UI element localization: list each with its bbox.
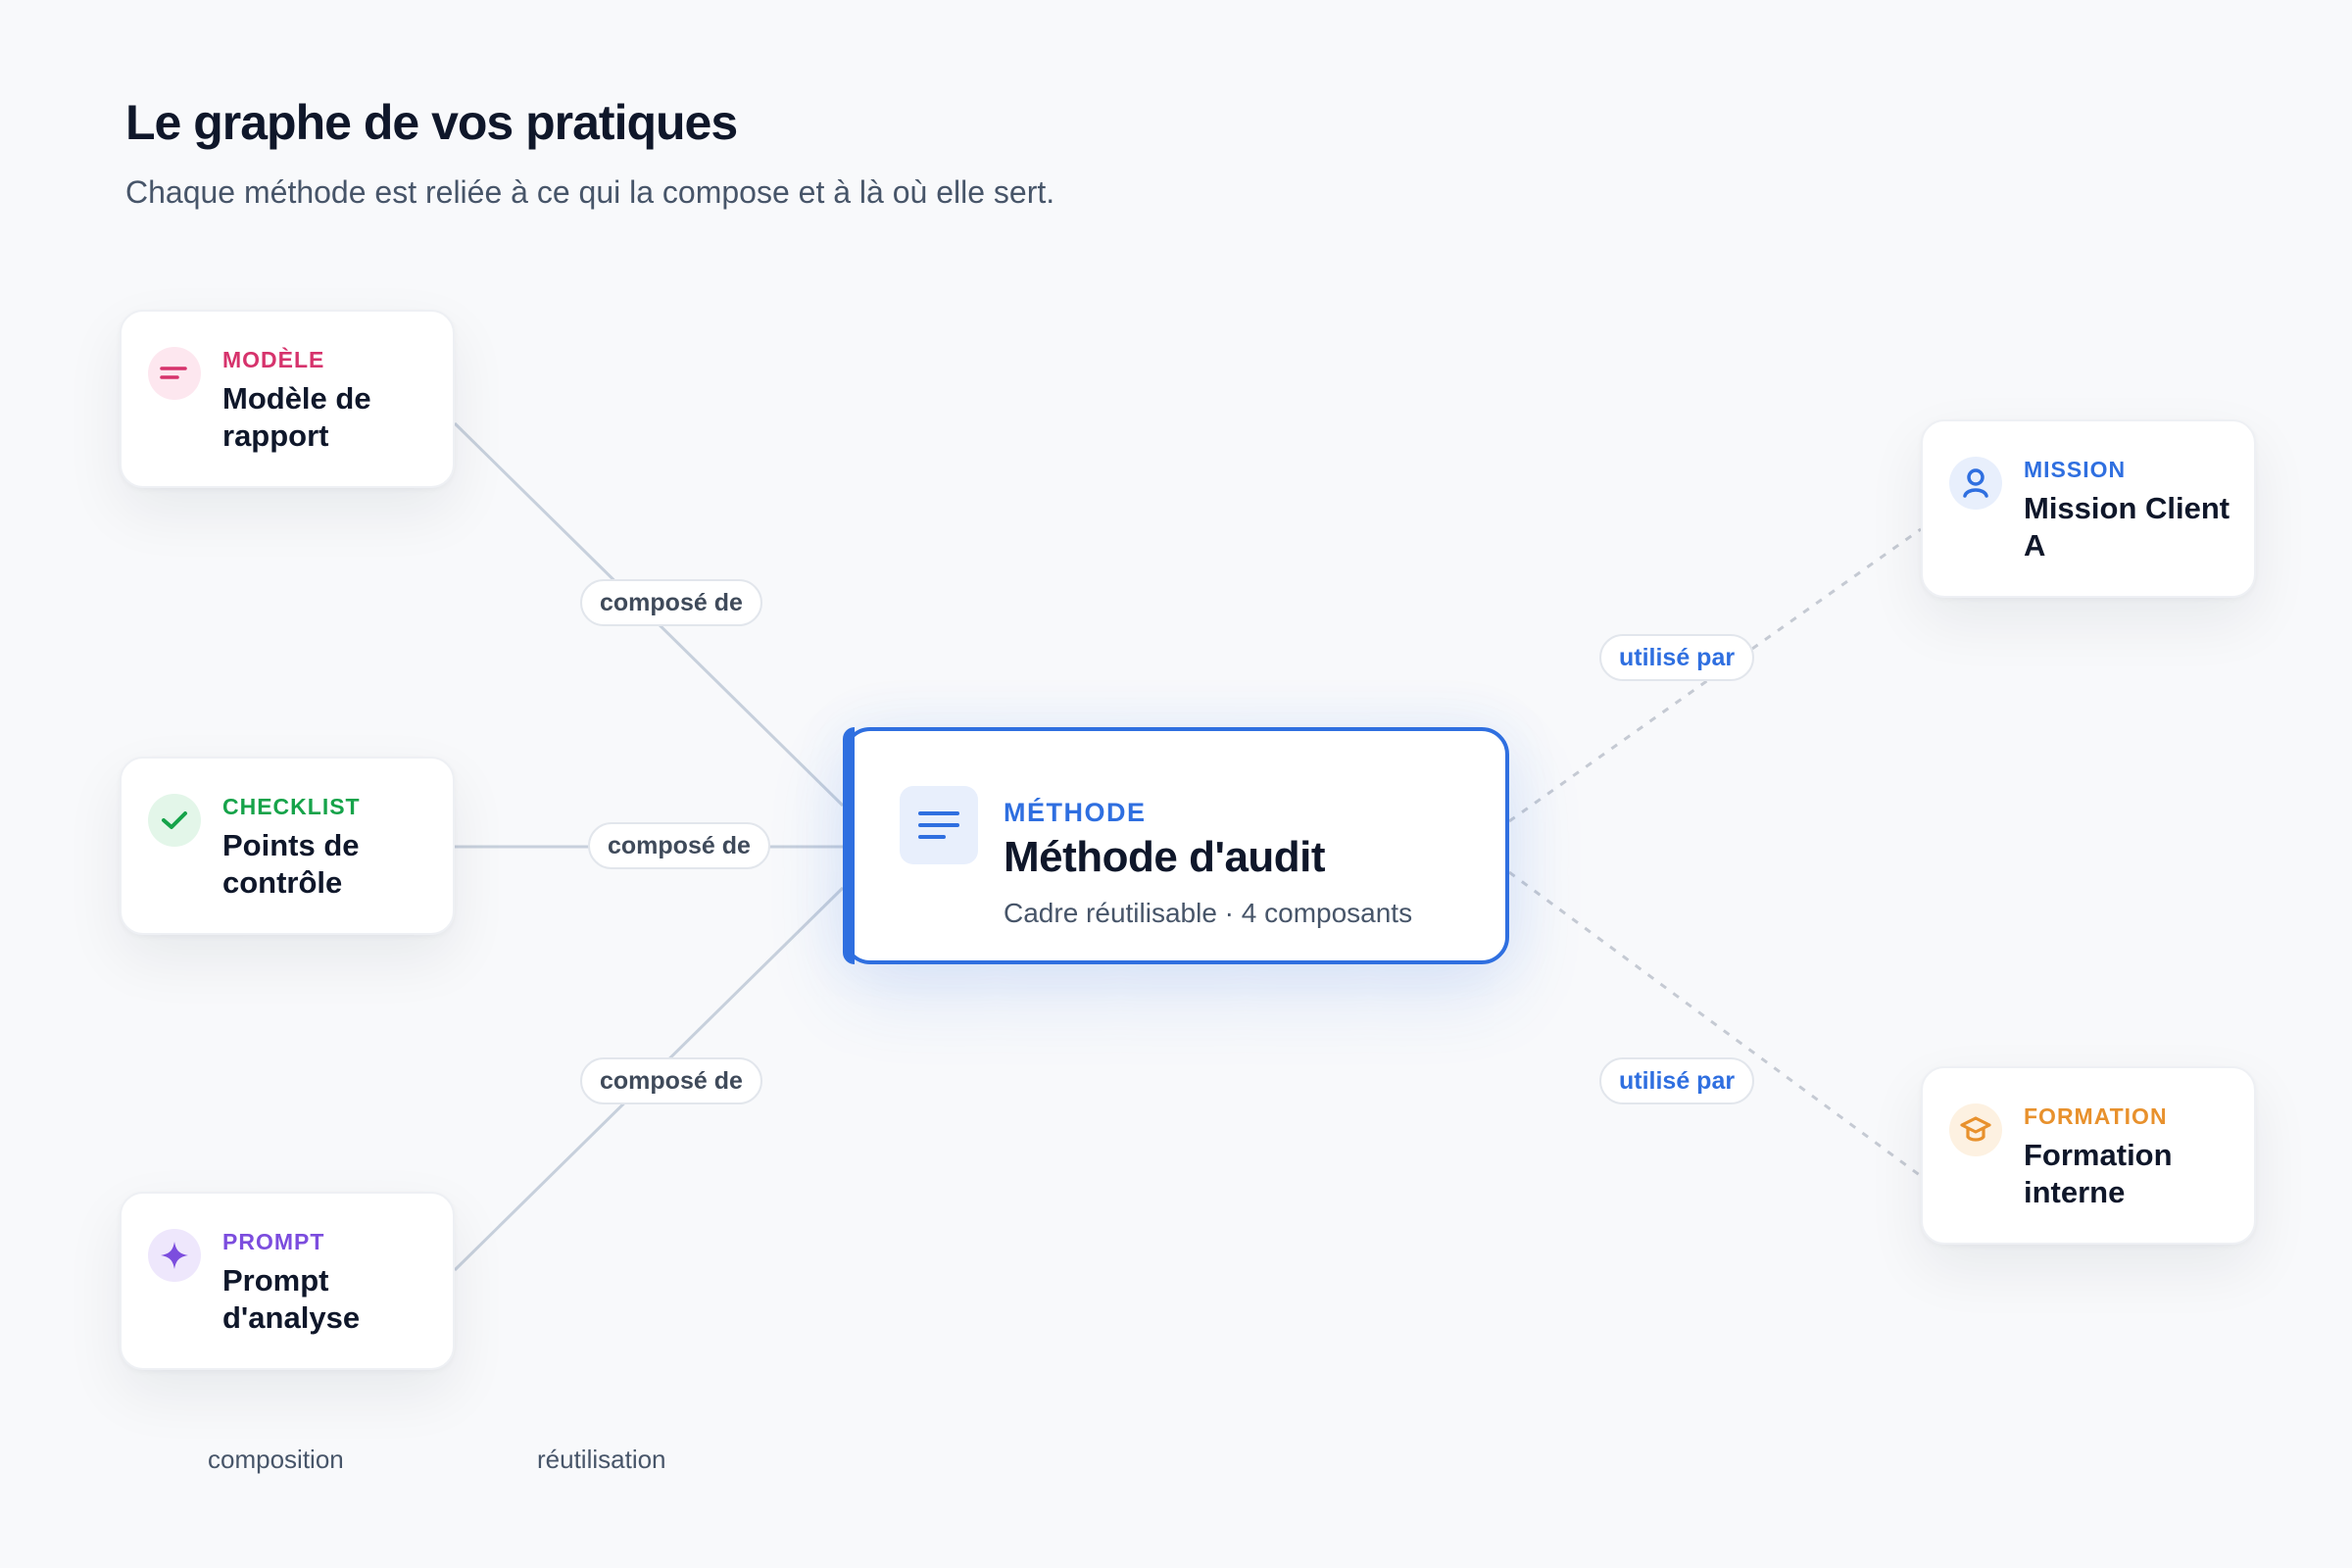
node-kind: MÉTHODE: [1004, 798, 1147, 827]
node-prompt[interactable]: PROMPT Prompt d'analyse: [120, 1192, 455, 1370]
node-name: Prompt d'analyse: [222, 1263, 361, 1335]
page-title: Le graphe de vos pratiques: [125, 95, 738, 150]
edge-label-mission: utilisé par: [1599, 634, 1755, 681]
node-formation[interactable]: FORMATION Formation interne: [1921, 1066, 2256, 1245]
node-kind: FORMATION: [2024, 1103, 2168, 1129]
node-name: Points de contrôle: [222, 828, 360, 900]
edge-label-checklist: composé de: [588, 822, 770, 869]
node-meta: Cadre réutilisable · 4 composants: [1004, 898, 1413, 928]
edge-label-formation: utilisé par: [1599, 1057, 1755, 1104]
node-checklist[interactable]: CHECKLIST Points de contrôle: [120, 757, 455, 935]
legend-reuse: réutilisation: [537, 1445, 666, 1474]
node-kind: PROMPT: [222, 1229, 325, 1254]
node-accent-bar: [843, 727, 855, 964]
sparkle-icon: [148, 1229, 201, 1282]
node-name: Formation interne: [2024, 1138, 2173, 1209]
node-kind: MODÈLE: [222, 347, 325, 372]
lines-icon: [900, 786, 978, 864]
user-icon: [1949, 457, 2002, 510]
edge-label-modele: composé de: [580, 579, 762, 626]
node-name: Méthode d'audit: [1004, 833, 1326, 881]
node-methode[interactable]: MÉTHODE Méthode d'audit Cadre réutilisab…: [843, 727, 1509, 964]
node-name: Mission Client A: [2024, 491, 2230, 563]
node-mission[interactable]: MISSION Mission Client A: [1921, 419, 2256, 598]
node-kind: MISSION: [2024, 457, 2127, 482]
node-kind: CHECKLIST: [222, 794, 361, 819]
legend-composition: composition: [208, 1445, 344, 1474]
graduation-cap-icon: [1949, 1103, 2002, 1156]
check-icon: [148, 794, 201, 847]
edge-label-prompt: composé de: [580, 1057, 762, 1104]
node-name: Modèle de rapport: [222, 381, 371, 453]
lines-icon: [148, 347, 201, 400]
edge-methode-to-formation: [1508, 870, 1922, 1178]
page-subtitle: Chaque méthode est reliée à ce qui la co…: [125, 174, 1055, 210]
node-modele[interactable]: MODÈLE Modèle de rapport: [120, 310, 455, 488]
